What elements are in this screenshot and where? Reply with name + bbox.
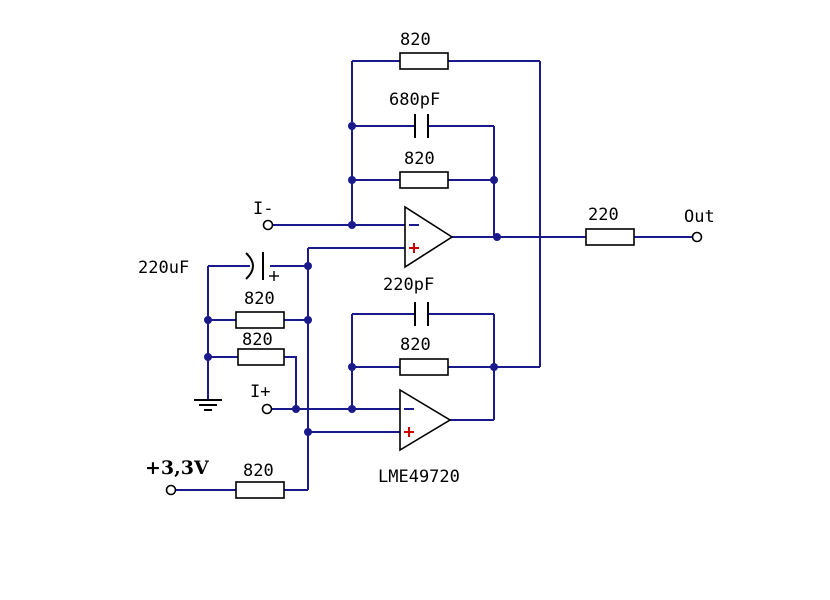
label-r-supply: 820 [243, 461, 274, 481]
label-c-bottom: 220pF [383, 275, 434, 295]
terminal-out [691, 231, 703, 243]
label-opamp-part: LME49720 [378, 467, 460, 487]
capacitor-top [414, 114, 429, 138]
label-r-top: 820 [404, 149, 435, 169]
label-r-bias-1: 820 [244, 289, 275, 309]
resistor-supply [235, 481, 285, 499]
resistor-top [399, 171, 449, 189]
terminal-in-plus [261, 403, 273, 415]
capacitor-electrolytic [245, 252, 279, 281]
label-out: Out [684, 207, 715, 227]
resistor-bottom [399, 358, 449, 376]
wires-top [272, 60, 692, 367]
junction-dots [204, 122, 501, 436]
label-in-minus: I- [253, 199, 273, 219]
wires-bias [176, 248, 400, 491]
label-c-top: 680pF [389, 90, 440, 110]
opamp-bottom [399, 388, 452, 452]
resistor-feedback-top [399, 52, 449, 70]
resistor-bias-2 [237, 348, 285, 366]
resistor-bias-1 [235, 311, 285, 329]
terminal-in-minus [262, 219, 274, 231]
label-c-bias: 220uF [138, 258, 189, 278]
label-in-plus: I+ [250, 382, 270, 402]
resistor-output [585, 228, 635, 246]
ground-symbol [194, 399, 222, 411]
terminal-supply [165, 484, 177, 496]
label-r-bias-2: 820 [242, 330, 273, 350]
opamp-top [404, 205, 454, 269]
capacitor-bottom [414, 302, 429, 326]
label-r-out: 220 [588, 205, 619, 225]
label-r-feedback-top: 820 [400, 30, 431, 50]
label-supply: +3,3V [145, 457, 210, 479]
label-r-bottom: 820 [400, 335, 431, 355]
